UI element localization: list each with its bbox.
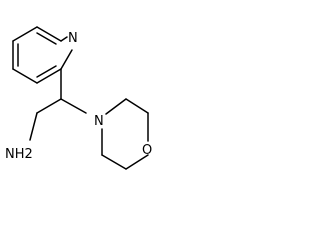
pyridine-ring	[12, 26, 73, 84]
bond-pyridine-c6-c5	[36, 26, 62, 42]
bond-central-carbon-to-ch2	[36, 98, 62, 114]
bond-pyridine-c4-c3-double	[36, 65, 57, 78]
morpholine-oxygen-label: O	[142, 143, 152, 158]
bond-morpholine-c3-c4	[101, 154, 127, 170]
bond-pyridine-c1-c6	[12, 26, 38, 42]
bond-pyridine-c4-c3	[36, 68, 62, 84]
bond-morpholine-n-c1	[105, 98, 127, 115]
bond-morpholine-o-c3	[125, 154, 149, 170]
pyridine-nitrogen-label: N	[68, 31, 78, 46]
bond-pyridine-c3-c2	[12, 68, 38, 84]
bond-pyridine-c5-n	[60, 36, 68, 42]
bond-central-carbon-to-morpholine-n	[60, 98, 87, 114]
chemical-structure-diagram: N NH2 N O	[5, 26, 152, 170]
amine-label: NH2	[5, 147, 33, 162]
morpholine-nitrogen-label: N	[94, 114, 104, 129]
bond-pyridine-c6-c5-double	[36, 32, 57, 45]
bond-pyridine-n-c4	[60, 49, 73, 70]
morpholine-ring	[101, 98, 149, 170]
bond-morpholine-c1-c2	[125, 98, 149, 114]
bond-ch2-to-amine	[29, 112, 38, 141]
